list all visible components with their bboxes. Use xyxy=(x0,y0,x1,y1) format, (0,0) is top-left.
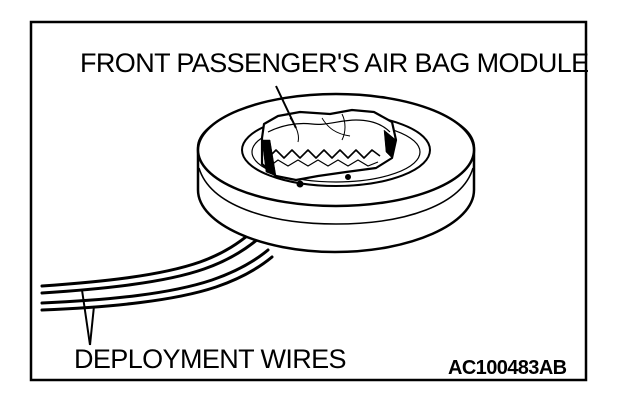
module-label: FRONT PASSENGER'S AIR BAG MODULE xyxy=(80,48,589,78)
deployment-wires xyxy=(40,230,274,312)
wire-leader-line-1 xyxy=(81,289,91,346)
module-leader-line xyxy=(275,85,297,129)
deployment-wires-label: DEPLOYMENT WIRES xyxy=(74,344,347,374)
wire-leader-line-2 xyxy=(89,305,95,346)
leader-lines xyxy=(81,85,297,346)
figure-frame xyxy=(29,20,588,382)
figure-code-label: AC100483AB xyxy=(448,357,567,379)
